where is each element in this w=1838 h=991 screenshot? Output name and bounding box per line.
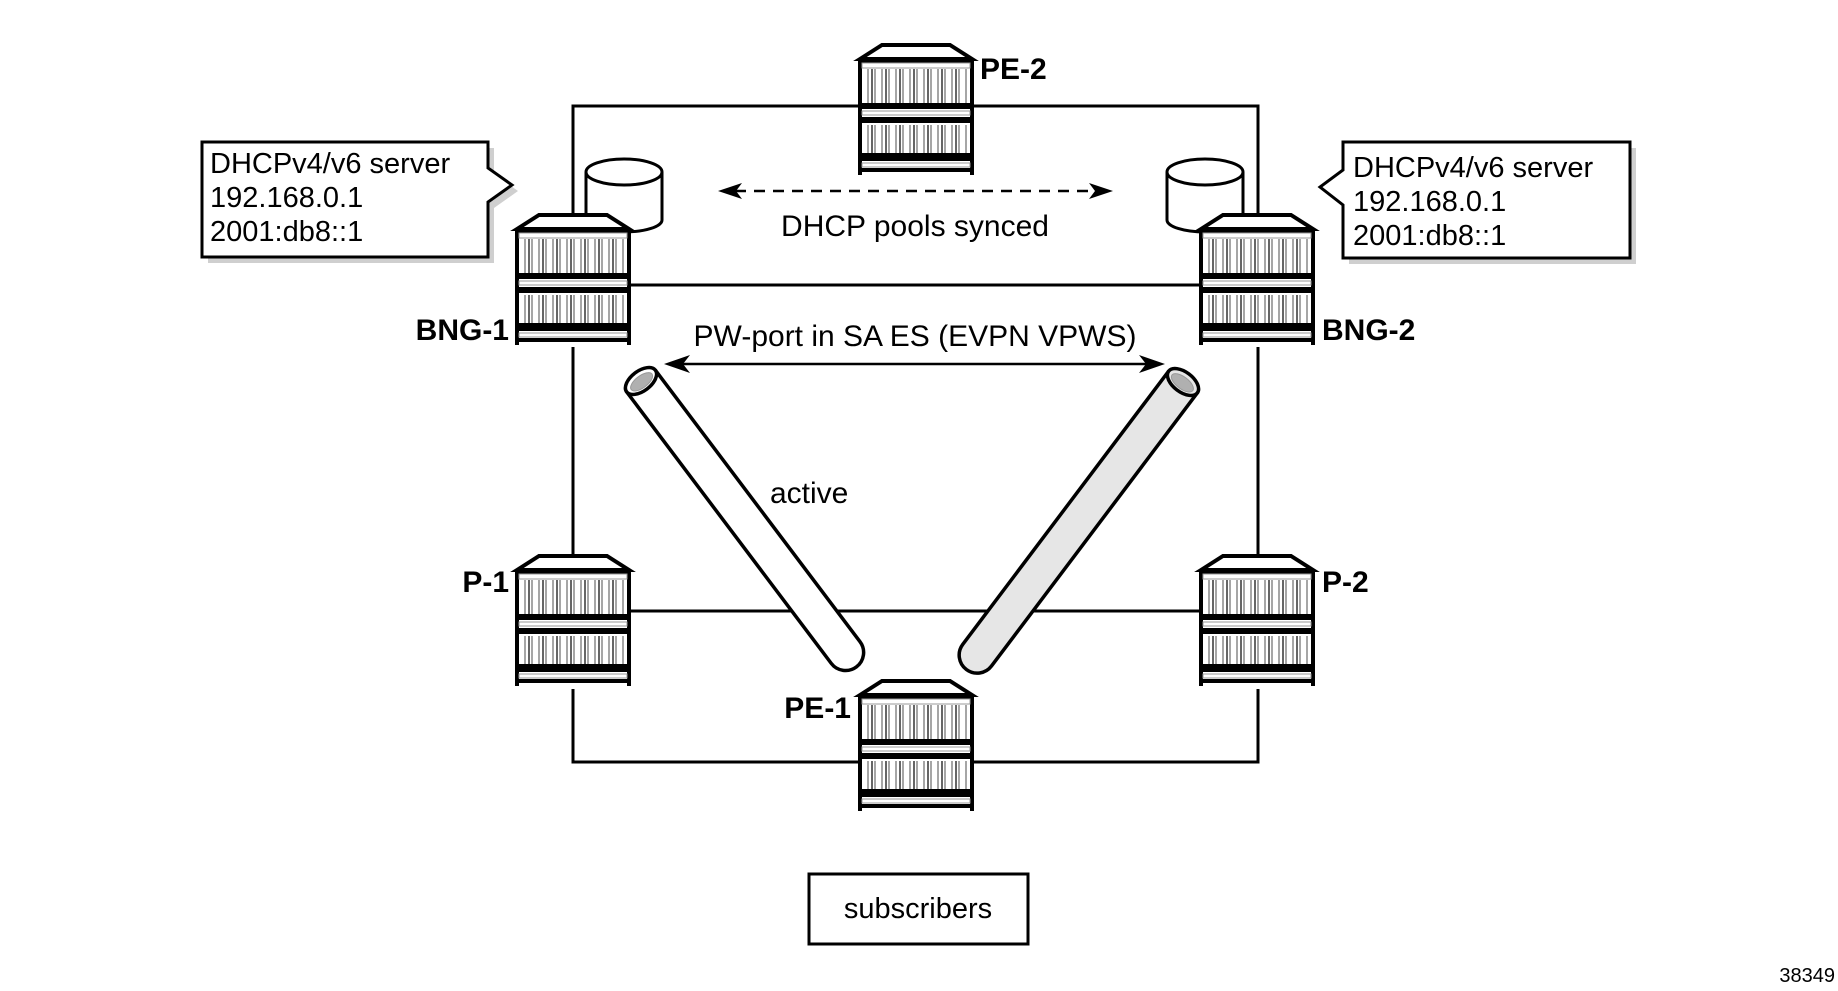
callout-right-line-1: DHCPv4/v6 server — [1353, 152, 1593, 184]
ring-links — [571, 104, 1260, 764]
callout-right-line-2: 192.168.0.1 — [1353, 186, 1506, 218]
router-icon — [515, 213, 631, 347]
callout-right-line-3: 2001:db8::1 — [1353, 220, 1506, 252]
callout-right: DHCPv4/v6 server 192.168.0.1 2001:db8::1 — [1317, 140, 1636, 264]
router-pe2[interactable] — [858, 43, 974, 177]
router-icon — [858, 43, 974, 177]
node-label-bng2: BNG-2 — [1322, 314, 1415, 347]
link-p1-pe1 — [571, 689, 860, 764]
node-label-p2: P-2 — [1322, 566, 1369, 599]
node-label-p1: P-1 — [462, 566, 509, 599]
callout-left-line-3: 2001:db8::1 — [210, 216, 363, 248]
pw-port-label: PW-port in SA ES (EVPN VPWS) — [694, 320, 1137, 353]
node-label-pe2: PE-2 — [980, 53, 1047, 86]
subscribers-label: subscribers — [844, 893, 992, 925]
tunnel-active-label: active — [770, 477, 848, 510]
node-label-bng1: BNG-1 — [416, 314, 509, 347]
callout-left: DHCPv4/v6 server 192.168.0.1 2001:db8::1 — [200, 140, 518, 263]
dhcp-sync-arrow — [718, 183, 1113, 199]
node-label-pe1: PE-1 — [784, 692, 851, 725]
tunnel-active[interactable] — [621, 362, 871, 678]
subscribers-box[interactable]: subscribers — [807, 872, 1030, 946]
tunnel-standby[interactable] — [952, 363, 1203, 680]
link-bng1-pe2 — [571, 104, 860, 258]
figure-number: 38349 — [1779, 965, 1835, 987]
router-pe1[interactable] — [858, 679, 974, 813]
router-bng2[interactable] — [1199, 213, 1315, 347]
router-p2[interactable] — [1199, 554, 1315, 688]
router-bng1[interactable] — [515, 213, 631, 347]
router-icon — [1199, 554, 1315, 688]
link-pe1-p2 — [972, 689, 1260, 764]
callout-left-line-2: 192.168.0.1 — [210, 182, 363, 214]
callout-left-line-1: DHCPv4/v6 server — [210, 148, 450, 180]
router-icon — [1199, 213, 1315, 347]
dhcp-sync-label: DHCP pools synced — [781, 210, 1049, 243]
link-pe2-bng2 — [972, 104, 1260, 258]
pw-port-arrow — [664, 355, 1165, 373]
router-icon — [858, 679, 974, 813]
router-icon — [515, 554, 631, 688]
router-p1[interactable] — [515, 554, 631, 688]
